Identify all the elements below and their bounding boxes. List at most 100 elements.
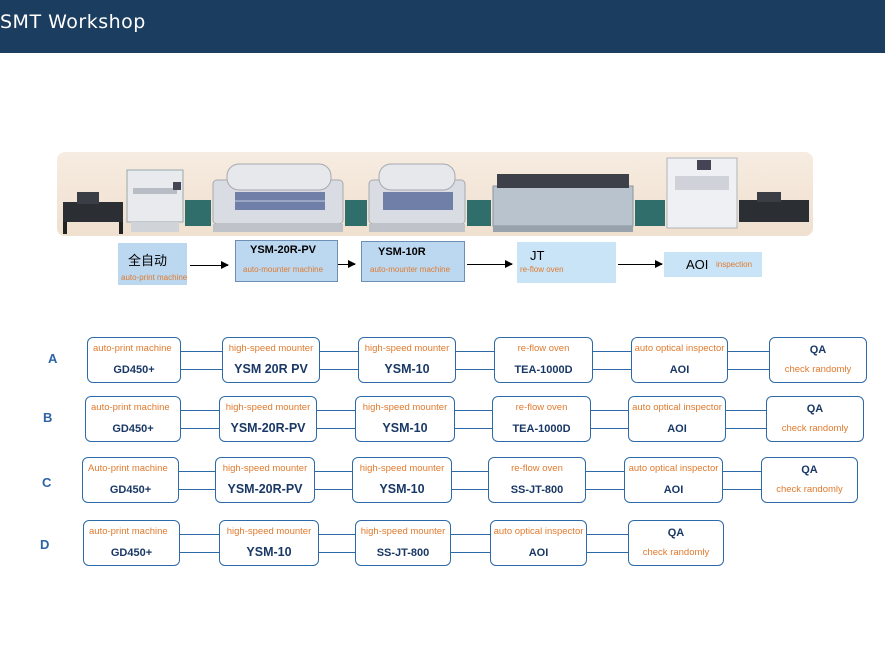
line-connector	[728, 369, 769, 370]
line-letter: A	[48, 351, 58, 366]
stage-value: YSM-20R-PV	[230, 421, 306, 435]
stage-value: SS-JT-800	[510, 484, 564, 496]
line-connector	[593, 369, 631, 370]
line-connector	[317, 428, 355, 429]
stage-value: check randomly	[776, 484, 843, 495]
line-connector	[317, 410, 355, 411]
stage-label: high-speed mounter	[225, 402, 311, 413]
line-connector	[181, 428, 219, 429]
line-connector	[723, 489, 761, 490]
stage-value: YSM-10	[379, 482, 425, 496]
line-connector	[315, 471, 352, 472]
flow-step-aoi-label: AOI	[686, 257, 709, 272]
flow-arrow	[467, 260, 513, 268]
stage-value: AOI	[669, 364, 690, 376]
stage-label: auto-print machine	[93, 343, 172, 354]
stage-label: high-speed mounter	[359, 463, 445, 474]
production-line-illustration	[57, 152, 813, 236]
flow-step-oven	[517, 242, 616, 283]
stage-label: high-speed mounter	[364, 343, 450, 354]
stage-value: AOI	[528, 547, 549, 559]
stage-label: high-speed mounter	[228, 343, 314, 354]
stage-value: TEA-1000D	[514, 364, 573, 376]
line-connector	[591, 410, 628, 411]
stage-value: check randomly	[781, 423, 849, 434]
line-connector	[320, 369, 358, 370]
line-connector	[726, 428, 766, 429]
stage-value: SS-JT-800	[376, 547, 430, 559]
stage-label: high-speed mounter	[222, 463, 308, 474]
stage-label: Auto-print machine	[88, 463, 168, 474]
line-connector	[455, 428, 492, 429]
flow-step-printer	[118, 243, 187, 285]
flow-step-aoi	[664, 252, 762, 277]
stage-label: QA	[801, 464, 818, 476]
header-bar: SMT Workshop	[0, 0, 885, 53]
line-connector	[587, 534, 628, 535]
line-connector	[591, 428, 628, 429]
line-connector	[179, 471, 215, 472]
line-letter: C	[42, 475, 52, 490]
stage-label: auto optical inspector	[493, 526, 584, 537]
line-connector	[593, 351, 631, 352]
stage-label: auto-print machine	[89, 526, 168, 537]
line-connector	[319, 534, 355, 535]
flow-step-mounter-2-sublabel: auto-mounter machine	[370, 265, 451, 274]
stage-label: high-speed mounter	[226, 526, 312, 537]
line-connector	[456, 369, 494, 370]
line-connector	[451, 552, 490, 553]
stage-label: high-speed mounter	[362, 402, 448, 413]
stage-label: re-flow oven	[515, 402, 568, 413]
stage-label: QA	[809, 344, 827, 356]
stage-value: YSM-10	[246, 545, 292, 559]
line-connector	[181, 410, 219, 411]
stage-label: auto-print machine	[91, 402, 170, 413]
line-connector	[723, 471, 761, 472]
flow-arrow	[190, 261, 229, 269]
flow-step-mounter-2	[361, 241, 465, 282]
line-connector	[315, 489, 352, 490]
flow-step-printer-label: 全自动	[128, 253, 168, 268]
line-connector	[320, 351, 358, 352]
line-connector	[587, 552, 628, 553]
line-letter: B	[43, 410, 53, 425]
line-connector	[728, 351, 769, 352]
stage-value: GD450+	[113, 364, 155, 376]
flow-step-mounter-1-label: YSM-20R-PV	[250, 244, 317, 256]
stage-value: YSM 20R PV	[234, 362, 308, 376]
stage-value: YSM-20R-PV	[227, 482, 303, 496]
stage-label: QA	[667, 527, 685, 539]
flow-step-oven-label: JT	[530, 248, 545, 263]
line-connector	[456, 351, 494, 352]
stage-label: high-speed mounter	[360, 526, 446, 537]
stage-label: auto optical inspector	[632, 402, 722, 413]
stage-value: AOI	[667, 423, 687, 435]
line-connector	[319, 552, 355, 553]
flow-arrow	[618, 260, 663, 268]
flow-step-mounter-1	[235, 240, 338, 282]
flow-step-aoi-sublabel: inspection	[716, 260, 753, 269]
page-title: SMT Workshop	[0, 11, 146, 33]
flow-step-printer-sublabel: auto-print machine	[121, 273, 188, 282]
line-connector	[452, 489, 488, 490]
stage-label: re-flow oven	[517, 343, 570, 354]
stage-value: GD450+	[110, 547, 153, 559]
line-connector	[586, 471, 624, 472]
flow-arrow	[338, 260, 356, 268]
stage-value: GD450+	[112, 423, 154, 435]
stage-value: AOI	[663, 484, 684, 496]
